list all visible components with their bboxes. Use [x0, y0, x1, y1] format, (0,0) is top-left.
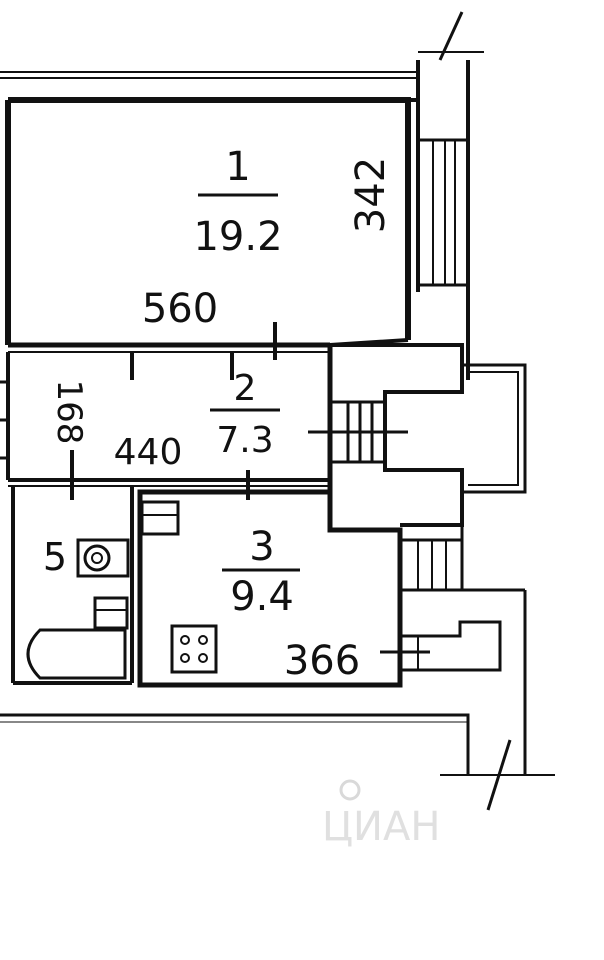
watermark: ЦИАН — [322, 779, 440, 850]
room-1-number: 1 — [225, 144, 250, 190]
room-3-area: 9.4 — [230, 574, 294, 620]
room-3-number: 3 — [249, 524, 274, 570]
room-5-number: 5 — [43, 535, 67, 579]
dimension-room2-width: 440 — [114, 432, 183, 473]
dimension-room1-width: 560 — [142, 286, 218, 332]
watermark-text: ЦИАН — [322, 804, 440, 850]
dimension-room3-width: 366 — [284, 638, 360, 684]
dimension-room2-depth: 168 — [49, 380, 89, 445]
room-1-area: 19.2 — [193, 214, 282, 260]
room-2-number: 2 — [234, 368, 257, 409]
room-2-area: 7.3 — [216, 420, 273, 461]
dimension-room1-depth: 342 — [348, 157, 394, 233]
